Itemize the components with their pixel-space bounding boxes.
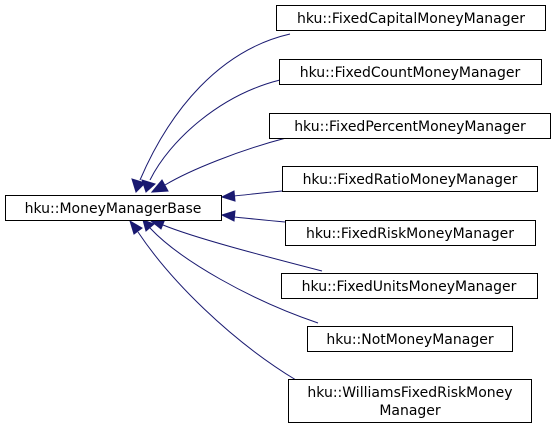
- node-label: hku::FixedRatioMoneyManager: [303, 172, 518, 188]
- node-label: hku::FixedCountMoneyManager: [300, 65, 521, 81]
- node-fixed-units-money-manager[interactable]: hku::FixedUnitsMoneyManager: [281, 273, 538, 299]
- arrowhead-fixed-count: [141, 179, 156, 193]
- node-fixed-risk-money-manager[interactable]: hku::FixedRiskMoneyManager: [285, 220, 536, 246]
- node-money-manager-base[interactable]: hku::MoneyManagerBase: [5, 195, 222, 221]
- edge-fixed-capital: [139, 33, 291, 181]
- edges: [129, 33, 323, 381]
- arrowhead-fixed-risk: [220, 210, 236, 222]
- edge-fixed-risk: [233, 216, 286, 223]
- node-fixed-ratio-money-manager[interactable]: hku::FixedRatioMoneyManager: [282, 166, 538, 192]
- arrowhead-fixed-ratio: [220, 190, 236, 202]
- node-fixed-capital-money-manager[interactable]: hku::FixedCapitalMoneyManager: [276, 5, 546, 31]
- edge-fixed-ratio: [233, 190, 283, 197]
- node-fixed-count-money-manager[interactable]: hku::FixedCountMoneyManager: [279, 59, 542, 85]
- node-label: hku::FixedRiskMoneyManager: [306, 226, 514, 242]
- node-label-line1: hku::WilliamsFixedRiskMoney: [307, 385, 512, 401]
- node-label: hku::FixedCapitalMoneyManager: [297, 11, 525, 27]
- edge-not-money: [149, 227, 319, 324]
- arrowhead-williams: [129, 219, 143, 235]
- arrowhead-fixed-percent: [150, 179, 169, 193]
- node-fixed-percent-money-manager[interactable]: hku::FixedPercentMoneyManager: [269, 113, 551, 139]
- node-label: hku::FixedUnitsMoneyManager: [302, 279, 517, 295]
- arrowhead-not-money: [142, 219, 155, 232]
- edge-fixed-count: [149, 79, 281, 181]
- edge-fixed-percent: [164, 137, 287, 186]
- arrowhead-fixed-capital: [131, 178, 146, 193]
- node-label: hku::FixedPercentMoneyManager: [294, 119, 526, 135]
- node-label-line2: Manager: [379, 403, 441, 419]
- edge-fixed-units: [162, 224, 323, 272]
- node-williams-fixed-risk-money-manager[interactable]: hku::WilliamsFixedRiskMoney Manager: [288, 379, 532, 423]
- node-label: hku::NotMoneyManager: [326, 332, 493, 348]
- node-not-money-manager[interactable]: hku::NotMoneyManager: [307, 326, 513, 352]
- edge-williams: [137, 231, 297, 381]
- node-label: hku::MoneyManagerBase: [25, 201, 202, 217]
